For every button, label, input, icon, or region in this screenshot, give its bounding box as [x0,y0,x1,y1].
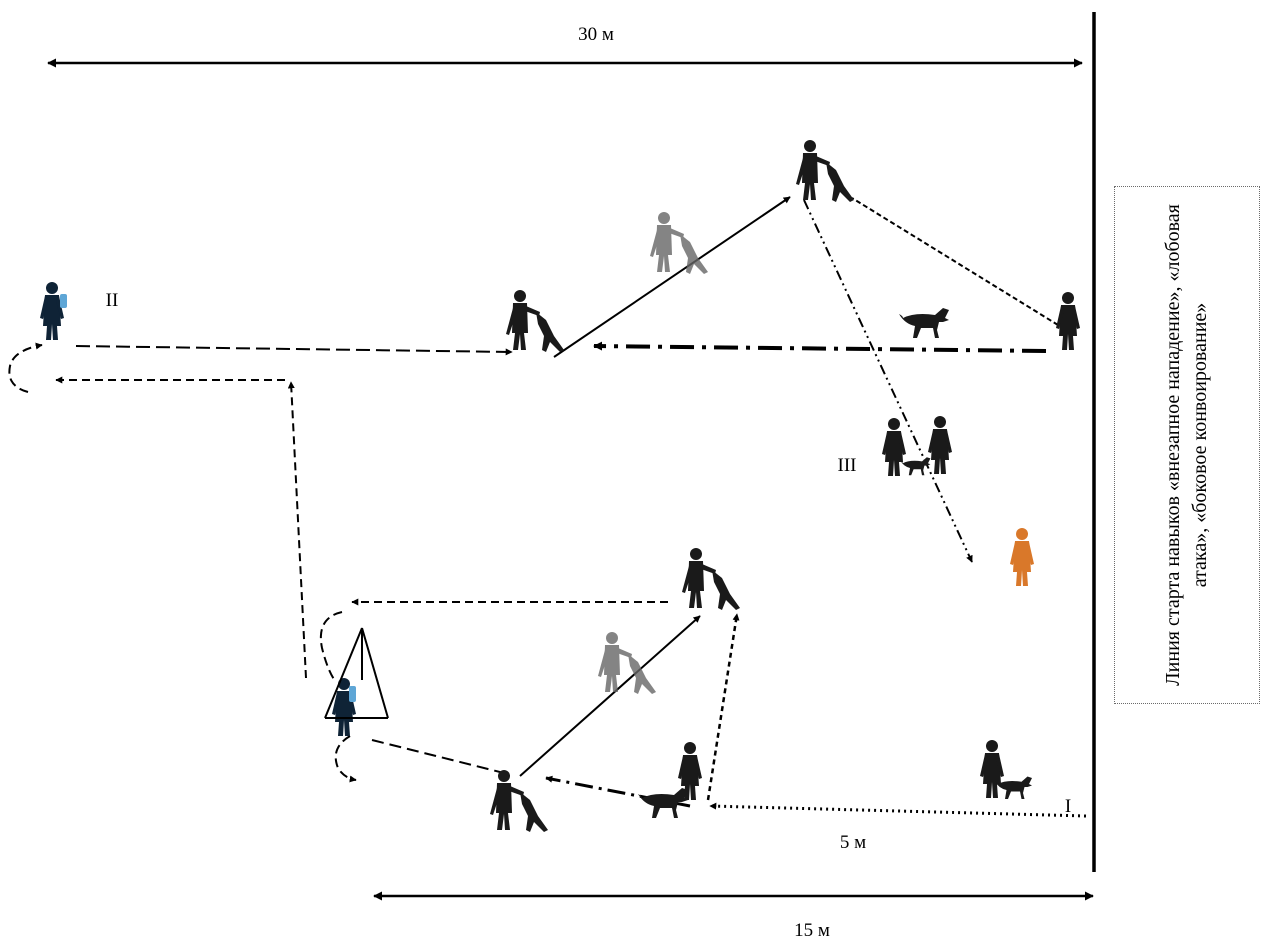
path-solid-lower [519,615,701,777]
bag-icon [349,686,356,702]
stage-2-label: II [106,290,119,311]
distance-30m-label: 30 м [578,24,614,45]
path-up-to-stage2-dashed [287,381,307,679]
decoy-figure-stage2 [40,282,67,340]
distance-15m-label: 15 м [794,920,830,940]
path-handler-to-attack-dashed [851,197,1059,326]
dog-running-upper [899,308,949,338]
path-stage2-to-attack-dashed [75,345,513,356]
attack-figure-upper-start [506,290,564,352]
path-start-to-handler-dotted [709,802,1087,818]
distance-5m-label: 5 м [840,832,866,853]
start-line-note-box: Линия старта навыков «внезапное нападени… [1114,186,1260,704]
start-line-note: Линия старта навыков «внезапное нападени… [1162,204,1211,686]
path-curve-stage2 [8,342,43,393]
path-decoy-to-attack-dashed [371,739,509,775]
attack-figure-upper-end [796,140,854,202]
path-convoy-dashdotdot [803,199,973,563]
attack-figure-upper-sketch [650,212,708,274]
attack-figure-lower-start [490,770,548,832]
stage-3-label: III [838,455,857,476]
path-dog-release-dashdot-upper [593,341,1047,353]
convoy-group-stage3 [882,416,952,476]
pyramid-obstacle [324,627,389,719]
attack-figure-lower-end [682,548,740,610]
path-curve-lower-hook [334,735,357,783]
path-solid-upper [553,196,791,358]
path-curve-upper-lower [320,611,343,683]
bag-icon [60,294,67,308]
orange-figure [1010,528,1034,586]
path-handler-up-dashed [706,613,740,801]
handler-with-dog-stage1 [980,740,1032,799]
handler-figure-upper [1056,292,1080,350]
stage-1-label: I [1065,796,1071,817]
decoy-figure-stage1 [332,678,356,736]
